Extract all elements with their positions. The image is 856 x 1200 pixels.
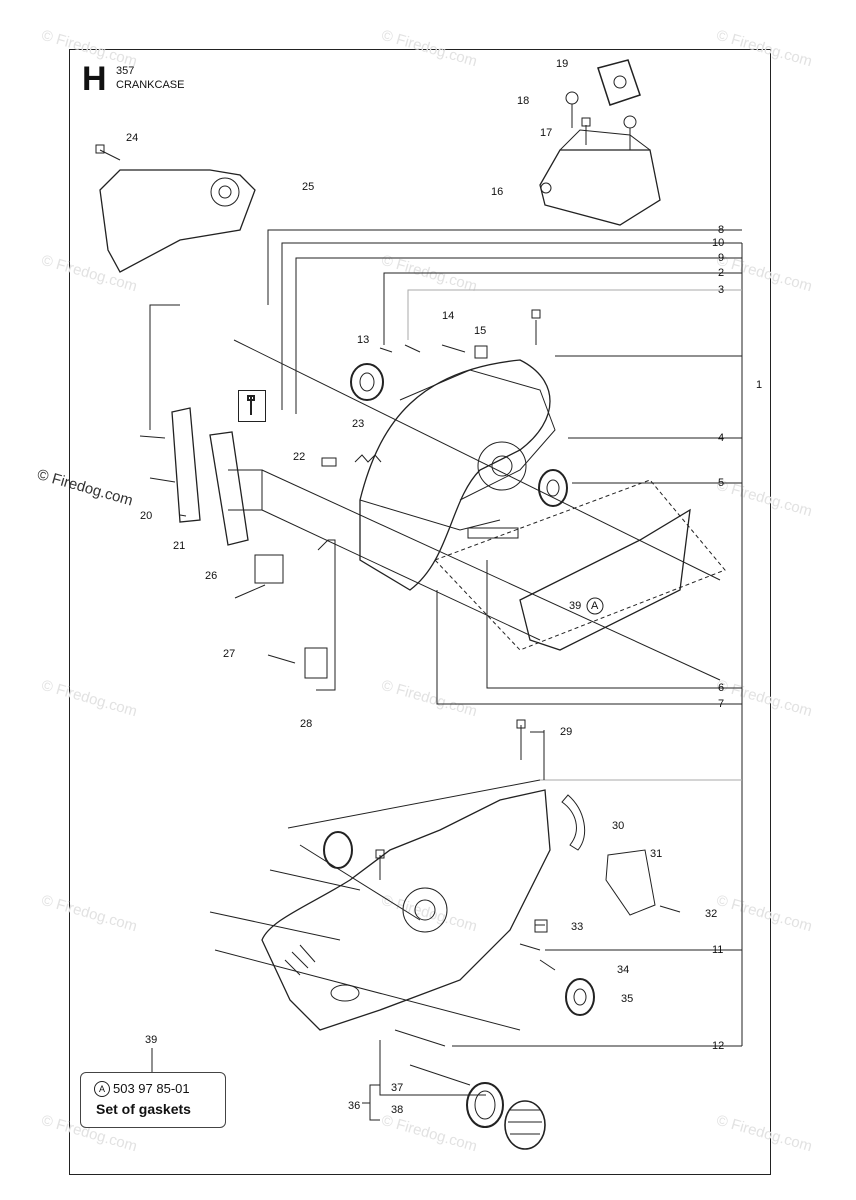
callout-16[interactable]: 16 (491, 186, 504, 198)
callout-21[interactable]: 21 (173, 540, 186, 552)
callout-7[interactable]: 7 (718, 698, 725, 710)
callout-9[interactable]: 9 (718, 252, 725, 264)
section-model: 357 (116, 65, 135, 77)
kit-description: Set of gaskets (96, 1101, 191, 1117)
section-letter: H (82, 60, 107, 98)
callout-1[interactable]: 1 (756, 379, 763, 391)
callout-8[interactable]: 8 (718, 224, 725, 236)
callout-6[interactable]: 6 (718, 682, 725, 694)
section-title: CRANKCASE (116, 79, 185, 91)
callout-12[interactable]: 12 (712, 1040, 725, 1052)
gasket-kit-box[interactable] (80, 1072, 226, 1128)
callout-18[interactable]: 18 (517, 95, 530, 107)
callout-38[interactable]: 38 (391, 1104, 404, 1116)
callout-32[interactable]: 32 (705, 908, 718, 920)
diagram-frame (69, 49, 771, 1175)
callout-5[interactable]: 5 (718, 477, 725, 489)
callout-11[interactable]: 11 (712, 944, 724, 956)
callout-13[interactable]: 13 (357, 334, 370, 346)
callout-37[interactable]: 37 (391, 1082, 404, 1094)
callout-26[interactable]: 26 (205, 570, 218, 582)
callout-39[interactable]: 39 (569, 600, 582, 612)
callout-23[interactable]: 23 (352, 418, 365, 430)
callout-36[interactable]: 36 (348, 1100, 361, 1112)
kit-ref-label: 39 (145, 1034, 158, 1046)
callout-24[interactable]: 24 (126, 132, 139, 144)
wrench-tool-icon (238, 390, 266, 422)
gasket-marker: A (591, 600, 599, 612)
callout-25[interactable]: 25 (302, 181, 315, 193)
callout-31[interactable]: 31 (650, 848, 663, 860)
callout-2[interactable]: 2 (718, 267, 725, 279)
callout-27[interactable]: 27 (223, 648, 236, 660)
callout-3[interactable]: 3 (718, 284, 725, 296)
callout-30[interactable]: 30 (612, 820, 625, 832)
callout-29[interactable]: 29 (560, 726, 573, 738)
callout-22[interactable]: 22 (293, 451, 306, 463)
callout-35[interactable]: 35 (621, 993, 634, 1005)
callout-28[interactable]: 28 (300, 718, 313, 730)
kit-part-number: 503 97 85-01 (113, 1081, 190, 1096)
kit-marker: A (94, 1081, 110, 1097)
callout-14[interactable]: 14 (442, 310, 455, 322)
callout-33[interactable]: 33 (571, 921, 584, 933)
callout-19[interactable]: 19 (556, 58, 569, 70)
callout-4[interactable]: 4 (718, 432, 725, 444)
callout-34[interactable]: 34 (617, 964, 630, 976)
callout-15[interactable]: 15 (474, 325, 487, 337)
callout-17[interactable]: 17 (540, 127, 553, 139)
callout-10[interactable]: 10 (712, 237, 725, 249)
callout-20[interactable]: 20 (140, 510, 153, 522)
